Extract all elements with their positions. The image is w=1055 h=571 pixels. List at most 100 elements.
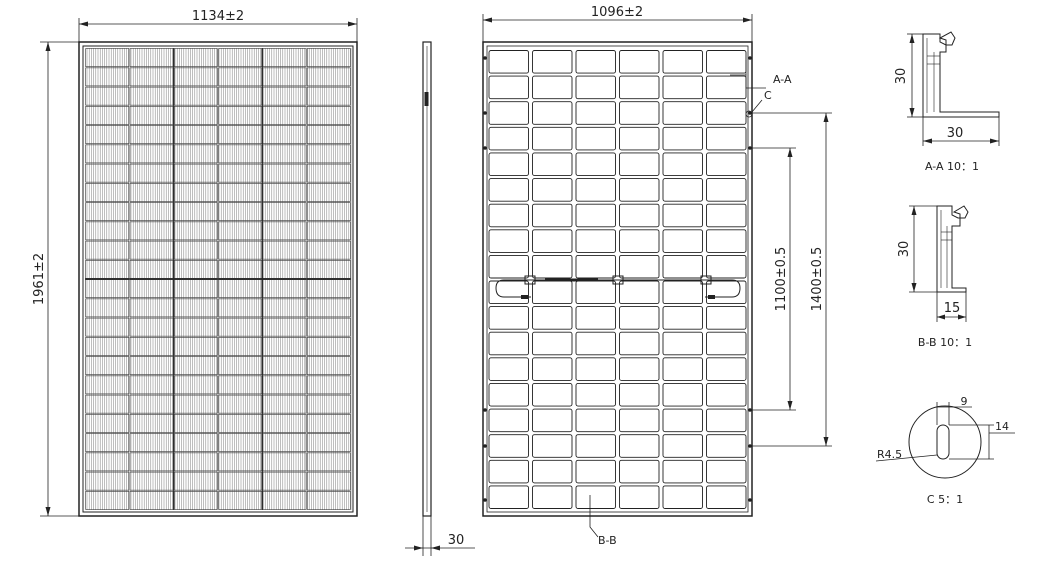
rear-cell (488, 408, 529, 433)
mounting-hole (748, 56, 752, 60)
rear-cell (706, 50, 747, 74)
front-cell (129, 433, 174, 452)
front-cell (129, 240, 174, 260)
front-cell (129, 163, 174, 183)
front-cell (218, 452, 263, 472)
rear-cell (706, 126, 747, 151)
section-b-height-label: 30 (897, 241, 912, 258)
rear-cell (706, 178, 747, 202)
rear-cell (619, 178, 660, 202)
rear-cell (662, 178, 703, 202)
front-cell (218, 471, 263, 491)
rear-cell (619, 408, 660, 433)
rear-cell (575, 101, 616, 125)
front-cell (218, 86, 263, 106)
rear-frame-outer (482, 41, 753, 517)
front-cell (129, 491, 174, 510)
rear-cell (575, 75, 616, 100)
detail-c-radius-leader (875, 454, 938, 462)
rear-cell (619, 382, 660, 407)
front-cell (218, 491, 263, 510)
junction-box-center (612, 275, 624, 285)
slot-hole (936, 424, 950, 460)
rear-cell (575, 331, 616, 356)
front-cell (129, 183, 174, 202)
rear-cell (619, 229, 660, 253)
detail-c-callout: C (764, 89, 772, 102)
front-cell (173, 67, 218, 87)
detail-c-width-label: 9 (961, 395, 968, 408)
detail-c-view: 9 14 R4.5 C 5：1 (875, 395, 1015, 506)
rear-cell (575, 229, 616, 253)
front-cell (129, 317, 174, 337)
detail-c-length-label: 14 (995, 420, 1009, 433)
rear-cell (619, 126, 660, 151)
rear-cell (488, 357, 529, 381)
rear-cell (532, 408, 573, 433)
front-cell (218, 67, 263, 87)
rear-cell (706, 280, 747, 305)
front-cell (218, 260, 263, 279)
rear-cell (532, 101, 573, 125)
front-cell (218, 279, 263, 298)
front-cell (218, 106, 263, 125)
rear-cell (575, 408, 616, 433)
front-cell (173, 86, 218, 106)
front-view: 1134±2 1961±2 (32, 9, 358, 517)
front-cell (262, 356, 307, 375)
rear-cell (662, 331, 703, 356)
front-cell (218, 375, 263, 395)
front-cell (218, 356, 263, 375)
detail-c-title: C 5：1 (927, 493, 963, 506)
front-cell (129, 202, 174, 221)
front-cell (262, 260, 307, 279)
rear-cell (488, 229, 529, 253)
front-cell (129, 221, 174, 241)
front-cell (262, 433, 307, 452)
rear-cell (706, 382, 747, 407)
section-b-title: B-B 10：1 (918, 336, 972, 349)
rear-cell (662, 485, 703, 509)
mounting-hole (748, 146, 752, 150)
rear-cell (706, 459, 747, 484)
rear-cell (575, 434, 616, 458)
rear-cell (532, 357, 573, 381)
rear-cell (488, 126, 529, 151)
rear-cell (575, 357, 616, 381)
rear-cell (619, 254, 660, 279)
front-cell (173, 144, 218, 164)
rear-cell (706, 331, 747, 356)
rear-cell (662, 126, 703, 151)
rear-cell (706, 254, 747, 279)
rear-cell (706, 152, 747, 177)
rear-cell (532, 485, 573, 509)
rear-cell (706, 101, 747, 125)
front-cell (218, 240, 263, 260)
front-cell (173, 356, 218, 375)
front-cell (262, 86, 307, 106)
front-cell (129, 67, 174, 87)
rear-cell (488, 152, 529, 177)
front-cell (218, 48, 263, 67)
mounting-hole (748, 444, 752, 448)
front-cell (173, 48, 218, 67)
rear-cell (706, 306, 747, 330)
rear-cell (575, 126, 616, 151)
mounting-hole (483, 146, 487, 150)
rear-cell (488, 331, 529, 356)
front-cell (218, 163, 263, 183)
front-cell (218, 183, 263, 202)
rear-cell (488, 254, 529, 279)
front-cell (218, 221, 263, 241)
rear-cell (575, 203, 616, 228)
rear-cell (488, 203, 529, 228)
rear-cell (662, 382, 703, 407)
detail-c-circle (908, 405, 982, 479)
front-cell (173, 337, 218, 356)
front-cell (129, 125, 174, 144)
rear-cell (619, 485, 660, 509)
rear-cell (619, 50, 660, 74)
front-cell (218, 337, 263, 356)
rear-cell (662, 229, 703, 253)
